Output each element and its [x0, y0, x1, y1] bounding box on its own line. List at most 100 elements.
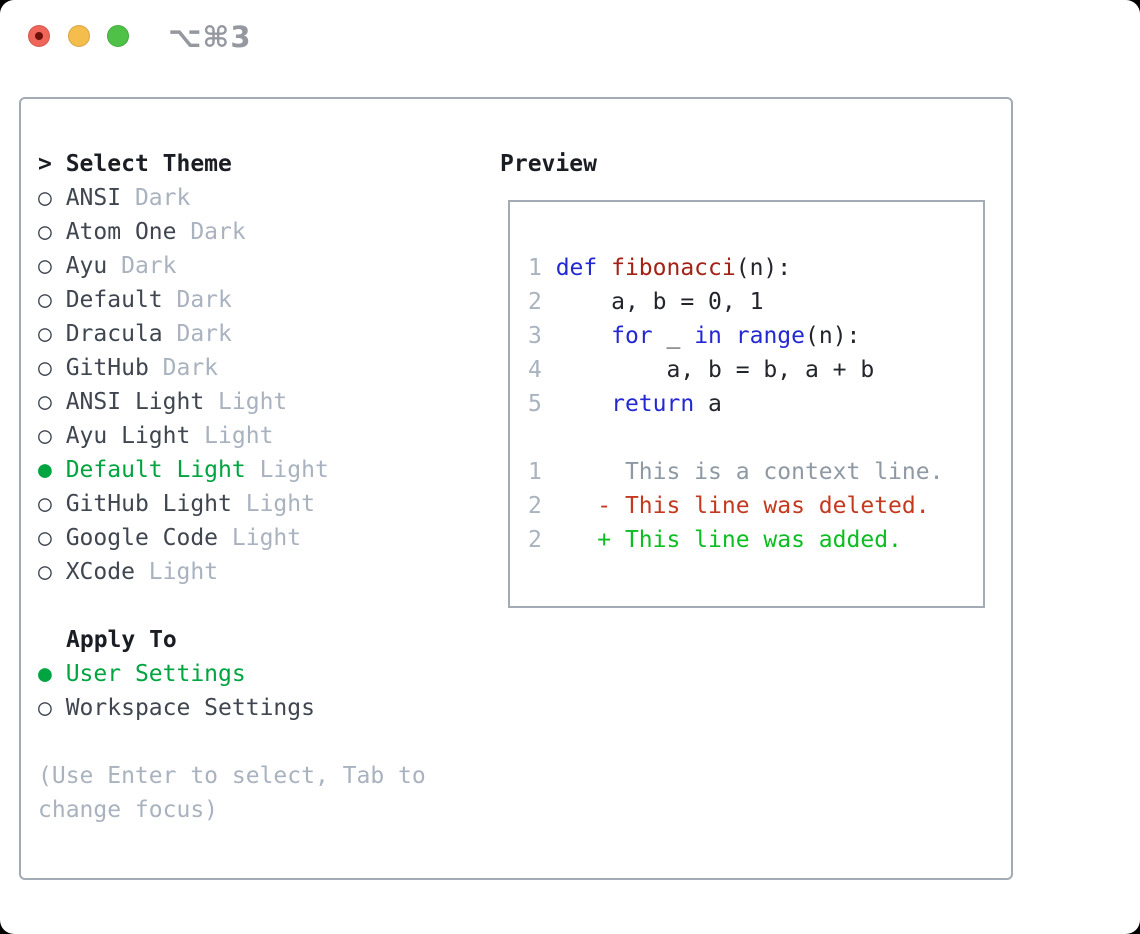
theme-item-github-light[interactable]: ○ GitHub Light Light — [38, 487, 426, 521]
theme-item-google-code[interactable]: ○ Google Code Light — [38, 521, 426, 555]
line-number: 5 — [528, 391, 556, 417]
code-segment-del: - This line was deleted. — [555, 493, 930, 519]
apply-option-user-settings[interactable]: ● User Settings — [38, 657, 426, 691]
code-segment-plain: a, b = 0, 1 — [555, 289, 764, 315]
apply-option-label: Workspace Settings — [65, 695, 315, 721]
theme-item-name: Ayu — [65, 253, 108, 279]
apply-to-header: Apply To — [38, 623, 426, 657]
code-segment-add: + This line was added. — [555, 527, 902, 553]
theme-item-variant: Light — [204, 389, 288, 415]
radio-selected-icon: ● — [38, 661, 66, 687]
theme-item-name: GitHub — [65, 355, 149, 381]
radio-icon: ○ — [38, 287, 66, 313]
theme-item-variant: Light — [134, 559, 219, 585]
line-number: 2 — [528, 527, 556, 553]
theme-item-name: Ayu Light — [65, 423, 191, 449]
theme-item-ansi[interactable]: ○ ANSI Dark — [38, 181, 426, 215]
theme-item-name: XCode — [65, 559, 135, 585]
code-blank-line — [528, 421, 943, 455]
radio-icon: ○ — [38, 525, 66, 551]
spacer-line — [38, 725, 426, 759]
code-line: 1 def fibonacci(n): — [528, 251, 943, 285]
radio-selected-icon: ● — [38, 457, 66, 483]
help-text: (Use Enter to select, Tab to — [38, 763, 426, 789]
theme-item-name: Atom One — [65, 219, 177, 245]
code-segment-fn: fibonacci — [611, 255, 736, 281]
code-segment-ctx: This is a context line. — [555, 459, 944, 485]
code-line: 5 return a — [528, 387, 943, 421]
theme-item-default[interactable]: ○ Default Dark — [38, 283, 426, 317]
theme-item-ansi-light[interactable]: ○ ANSI Light Light — [38, 385, 426, 419]
radio-icon: ○ — [38, 219, 66, 245]
theme-item-name: Default Light — [65, 457, 246, 483]
apply-option-label: User Settings — [65, 661, 246, 687]
preview-title: Preview — [500, 151, 597, 177]
code-segment-plain: (n): — [805, 323, 861, 349]
preview-pane — [508, 200, 985, 608]
line-number: 1 — [528, 459, 556, 485]
theme-item-default-light[interactable]: ● Default Light Light — [38, 453, 426, 487]
radio-icon: ○ — [38, 491, 66, 517]
code-segment-kw: for — [611, 323, 653, 349]
radio-icon: ○ — [38, 185, 66, 211]
line-number: 3 — [528, 323, 556, 349]
code-segment-kw: range — [735, 323, 805, 349]
theme-item-name: Google Code — [65, 525, 219, 551]
theme-item-name: Dracula — [65, 321, 163, 347]
theme-item-xcode[interactable]: ○ XCode Light — [38, 555, 426, 589]
unsaved-indicator-dot — [35, 32, 43, 40]
line-number: 4 — [528, 357, 556, 383]
spacer-line — [38, 589, 426, 623]
theme-item-dracula[interactable]: ○ Dracula Dark — [38, 317, 426, 351]
help-text: change focus) — [38, 797, 219, 823]
code-segment-plain: (n): — [735, 255, 792, 281]
theme-item-variant: Dark — [162, 321, 232, 347]
theme-item-variant: Dark — [121, 185, 191, 211]
apply-option-workspace-settings[interactable]: ○ Workspace Settings — [38, 691, 426, 725]
theme-item-github[interactable]: ○ GitHub Dark — [38, 351, 426, 385]
code-line: 2 + This line was added. — [528, 523, 943, 557]
theme-item-variant: Light — [218, 525, 302, 551]
code-segment-kw: in — [694, 323, 722, 349]
code-segment-plain: _ — [652, 323, 695, 349]
code-segment-plain — [722, 323, 736, 349]
theme-selector-header: > Select Theme — [38, 147, 426, 181]
line-number: 2 — [528, 493, 556, 519]
minimize-button[interactable] — [68, 25, 90, 47]
theme-item-atom-one[interactable]: ○ Atom One Dark — [38, 215, 426, 249]
theme-item-variant: Light — [231, 491, 315, 517]
code-line: 2 a, b = 0, 1 — [528, 285, 943, 319]
code-segment-kw: def — [555, 255, 612, 281]
theme-item-ayu[interactable]: ○ Ayu Dark — [38, 249, 426, 283]
radio-icon: ○ — [38, 695, 66, 721]
radio-icon: ○ — [38, 253, 66, 279]
code-segment-plain: a, b = b, a + b — [555, 357, 875, 383]
code-line: 3 for _ in range(n): — [528, 319, 943, 353]
window-shortcut-label: ⌥⌘3 — [168, 20, 252, 54]
theme-item-variant: Dark — [148, 355, 219, 381]
code-segment-kw: return — [611, 391, 695, 417]
theme-selector-header-label: Select Theme — [65, 151, 232, 177]
theme-item-variant: Dark — [107, 253, 177, 279]
theme-selector-list: > Select Theme○ ANSI Dark○ Atom One Dark… — [38, 147, 426, 827]
help-text-line: change focus) — [38, 793, 426, 827]
theme-item-ayu-light[interactable]: ○ Ayu Light Light — [38, 419, 426, 453]
radio-icon: ○ — [38, 423, 66, 449]
help-text-line: (Use Enter to select, Tab to — [38, 759, 426, 793]
theme-item-variant: Light — [245, 457, 329, 483]
theme-item-name: Default — [65, 287, 163, 313]
zoom-button[interactable] — [107, 25, 129, 47]
code-segment-plain — [556, 391, 611, 417]
radio-icon: ○ — [38, 355, 66, 381]
theme-item-variant: Light — [190, 423, 274, 449]
theme-item-variant: Dark — [162, 287, 232, 313]
focus-cursor-icon: > — [38, 151, 66, 177]
code-line: 4 a, b = b, a + b — [528, 353, 943, 387]
theme-item-name: GitHub Light — [65, 491, 232, 517]
code-line: 2 - This line was deleted. — [528, 489, 943, 523]
code-segment-plain — [556, 323, 611, 349]
code-line: 1 This is a context line. — [528, 455, 943, 489]
close-button[interactable] — [28, 25, 50, 47]
